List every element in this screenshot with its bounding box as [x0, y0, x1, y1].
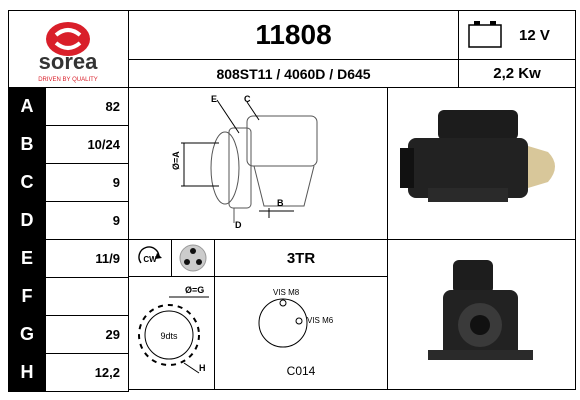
references-cell: 808ST11 / 4060D / D645	[128, 59, 459, 88]
battery-icon	[468, 21, 502, 48]
power-cell: 2,2 Kw	[458, 59, 576, 88]
starter-photo-front-cell	[387, 239, 576, 390]
spec-label-f: F	[8, 277, 46, 316]
flange-code: C014	[287, 364, 316, 378]
part-number-cell: 11808	[128, 10, 459, 60]
gear-label-h: H	[199, 363, 206, 373]
pinion-gear-diagram: Ø=G 9dts H	[138, 285, 209, 374]
spec-value-f	[45, 277, 129, 316]
spec-value-c: 9	[45, 163, 129, 202]
spec-value-h: 12,2	[45, 353, 129, 392]
diagram-label-b: B	[277, 198, 284, 208]
spec-value-g: 29	[45, 315, 129, 354]
starter-photo-front	[428, 260, 533, 360]
power-value: 2,2 Kw	[493, 65, 541, 82]
logo-cell: sorea DRIVEN BY QUALITY	[8, 10, 129, 88]
rotation-direction: CW	[143, 255, 157, 264]
spec-label-h: H	[8, 353, 46, 392]
terminal-type: 3TR	[286, 249, 316, 267]
clockwise-arrow-icon: CW	[138, 246, 162, 264]
flange-cell: VIS M8 VIS M6 C014	[214, 276, 388, 390]
dimension-diagram-cell: E C Ø=A B D	[128, 87, 388, 240]
rotation-cell: CW	[128, 239, 172, 277]
spec-value-b: 10/24	[45, 125, 129, 164]
spec-label-e: E	[8, 239, 46, 278]
diagram-label-a: Ø=A	[171, 151, 181, 170]
voltage-cell: 12 V	[458, 10, 576, 60]
spec-label-g: G	[8, 315, 46, 354]
diagram-label-e: E	[211, 94, 217, 104]
pinion-gear-cell: Ø=G 9dts H	[128, 276, 215, 390]
logo-mark	[46, 22, 90, 56]
flange-diagram: VIS M8 VIS M6 C014	[258, 288, 334, 378]
spec-label-d: D	[8, 201, 46, 240]
voltage-value: 12 V	[519, 27, 550, 44]
spec-value-e: 11/9	[45, 239, 129, 278]
diagram-label-d: D	[235, 220, 242, 230]
spec-value-d: 9	[45, 201, 129, 240]
brand-logo: sorea DRIVEN BY QUALITY	[38, 22, 98, 83]
logo-text: sorea	[39, 49, 98, 74]
cross-references: 808ST11 / 4060D / D645	[216, 65, 371, 82]
three-pin-connector-icon	[179, 244, 207, 272]
starter-photo-side-cell	[387, 87, 576, 240]
spec-label-a: A	[8, 87, 46, 126]
diagram-label-c: C	[244, 94, 251, 104]
connector-cell	[171, 239, 215, 277]
starter-dimension-diagram: E C Ø=A B D	[171, 94, 318, 230]
part-number: 11808	[255, 19, 332, 50]
logo-tagline: DRIVEN BY QUALITY	[38, 77, 98, 83]
bolt-label-m6: VIS M6	[307, 316, 334, 325]
gear-label-g: Ø=G	[185, 285, 204, 295]
bolt-label-m8: VIS M8	[273, 288, 300, 297]
starter-photo-side	[400, 110, 555, 202]
gear-teeth-count: 9dts	[160, 331, 178, 341]
spec-value-a: 82	[45, 87, 129, 126]
spec-label-c: C	[8, 163, 46, 202]
terminal-type-cell: 3TR	[214, 239, 388, 277]
spec-label-b: B	[8, 125, 46, 164]
